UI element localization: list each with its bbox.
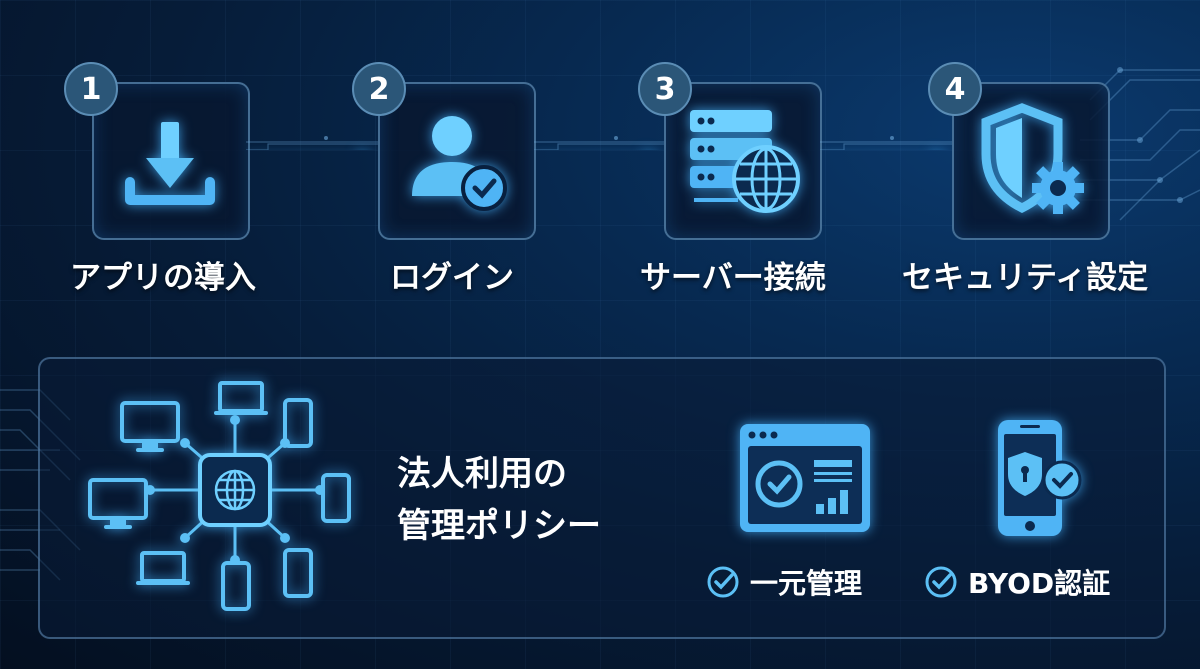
arrow-step1-to-step2 [246,136,378,150]
dashboard-check-icon [740,424,870,532]
step-4-label: セキュリティ設定 [902,260,1149,296]
step-4-badge: 4 [928,62,982,116]
user-check-icon [412,116,507,211]
step-2-label: ログイン [390,260,514,296]
step-1-label: アプリの導入 [70,260,256,296]
arrow-step2-to-step3 [534,136,664,150]
check-circle-icon [925,566,957,598]
shield-gear-icon [981,103,1084,214]
feature-unified-management: 一元管理 [706,562,862,602]
phone-shield-check-icon [998,420,1082,536]
step-1-card [92,82,250,240]
server-globe-icon [690,110,800,213]
arrow-step3-to-step4 [820,136,952,150]
step-2-card [378,82,536,240]
step-3-label: サーバー接続 [640,260,826,296]
device-network-diagram [88,381,351,611]
download-icon [125,122,215,205]
step-1-badge: 1 [64,62,118,116]
feature-byod-authentication: BYOD認証 [924,562,1110,602]
step-2-badge: 2 [352,62,406,116]
step-4-card [952,82,1110,240]
check-circle-icon [707,566,739,598]
step-3-badge: 3 [638,62,692,116]
circuit-decoration-right [1080,67,1200,221]
policy-title: 法人利用の 管理ポリシー [397,454,601,546]
step-3-card [664,82,822,240]
